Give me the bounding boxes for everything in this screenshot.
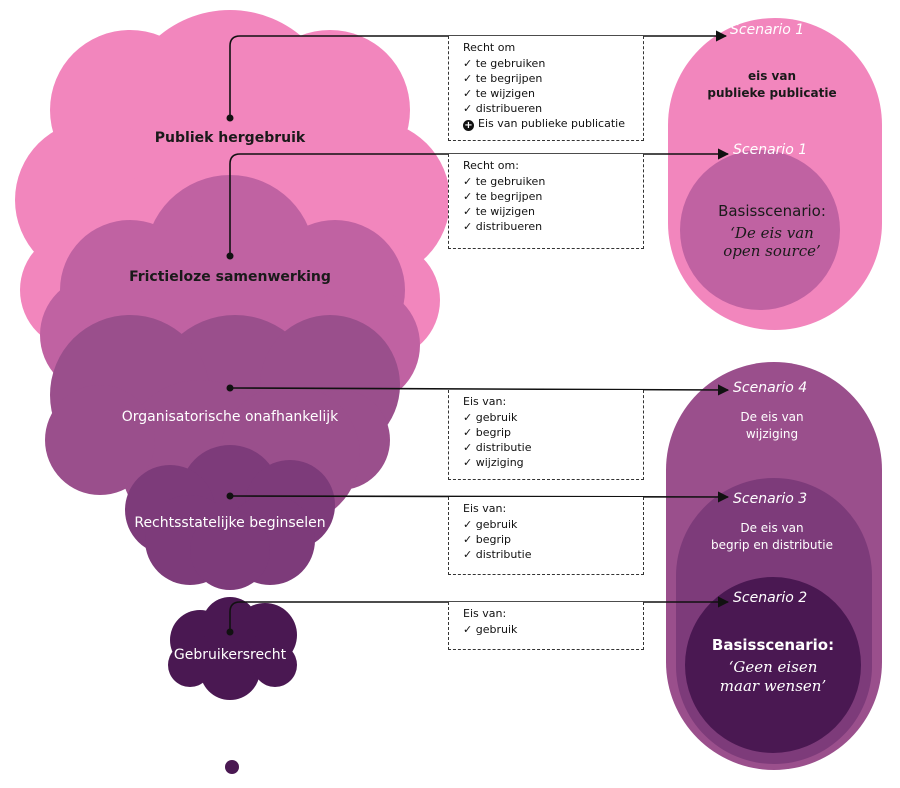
scenario-group-top: Scenario 1 eis van publieke publicatie S… xyxy=(668,18,882,330)
arrow-frictieloze xyxy=(229,148,730,256)
list-item-extra: + Eis van publieke publicatie xyxy=(463,116,643,131)
bottom-mid-line1: De eis van xyxy=(740,521,803,535)
list-item: wijziging xyxy=(463,455,643,470)
box-eis-van-gebruikersrecht: Eis van: gebruik xyxy=(448,602,644,650)
plus-circle-icon: + xyxy=(463,120,474,131)
cloud-organisatorische-onafhankelijk xyxy=(45,315,400,540)
scenario-1-tag-top: Scenario 1 xyxy=(730,22,804,38)
bottom-mid-line2: begrip en distributie xyxy=(711,538,833,552)
label-organisatorische-onafhankelijk: Organisatorische onafhankelijk xyxy=(122,409,339,425)
box-recht-om-publiek: Recht om te gebruiken te begrijpen te wi… xyxy=(448,36,644,141)
label-publiek-hergebruik: Publiek hergebruik xyxy=(155,130,306,146)
connector-dots xyxy=(226,114,234,636)
bottom-outer-line1: De eis van xyxy=(740,410,803,424)
bottom-inner-line2: maar wensen’ xyxy=(720,677,826,695)
scenario-2-tag: Scenario 2 xyxy=(733,590,807,606)
top-inner-line1: ‘De eis van xyxy=(730,224,814,242)
box-eis-van-organisatorisch: Eis van: gebruik begrip distributie wijz… xyxy=(448,390,644,480)
arrow-rechtsstatelijk xyxy=(229,491,730,503)
label-gebruikersrecht: Gebruikersrecht xyxy=(174,647,287,663)
box-title: Recht om xyxy=(463,41,516,54)
list-item: te begrijpen xyxy=(463,189,643,204)
arrow-gebruikersrecht xyxy=(229,596,730,632)
arrow-organisatorisch xyxy=(229,384,730,396)
list-item: gebruik xyxy=(463,517,643,532)
list-item: te gebruiken xyxy=(463,174,643,189)
arrow-publiek xyxy=(229,30,728,118)
cloud-rechtsstatelijke-beginselen xyxy=(125,445,335,590)
list-item: te gebruiken xyxy=(463,56,643,71)
extra-label: Eis van publieke publicatie xyxy=(478,117,625,130)
list-item: te begrijpen xyxy=(463,71,643,86)
list-item: gebruik xyxy=(463,410,643,425)
bottom-inner-title: Basisscenario: xyxy=(712,636,834,654)
bottom-outer-line2: wijziging xyxy=(746,427,798,441)
bottom-dot xyxy=(225,760,239,774)
list-item: distribueren xyxy=(463,219,643,234)
list-item: gebruik xyxy=(463,622,643,637)
bottom-inner-line1: ‘Geen eisen xyxy=(729,658,818,676)
top-inner-title: Basisscenario: xyxy=(718,202,826,220)
scenario-1-tag-inner: Scenario 1 xyxy=(733,142,807,158)
list-item: begrip xyxy=(463,532,643,547)
list-item: distributie xyxy=(463,440,643,455)
list-item: te wijzigen xyxy=(463,86,643,101)
connector-lines xyxy=(229,30,730,632)
scenario-3-tag: Scenario 3 xyxy=(733,491,807,507)
box-title: Recht om: xyxy=(463,159,519,172)
list-item: distributie xyxy=(463,547,643,562)
label-rechtsstatelijke-beginselen: Rechtsstatelijke beginselen xyxy=(134,515,325,531)
top-outer-line1: eis van xyxy=(748,69,796,83)
box-title: Eis van: xyxy=(463,502,507,515)
list-item: begrip xyxy=(463,425,643,440)
scenario-4-tag: Scenario 4 xyxy=(733,380,807,396)
scenario-group-bottom: Scenario 4 De eis van wijziging Scenario… xyxy=(666,362,882,770)
list-item: distribueren xyxy=(463,101,643,116)
box-title: Eis van: xyxy=(463,395,507,408)
cloud-gebruikersrecht xyxy=(168,597,297,700)
top-outer-line2: publieke publicatie xyxy=(707,86,836,100)
box-eis-van-rechtsstatelijk: Eis van: gebruik begrip distributie xyxy=(448,497,644,575)
list-item: te wijzigen xyxy=(463,204,643,219)
box-title: Eis van: xyxy=(463,607,507,620)
top-inner-line2: open source’ xyxy=(723,242,821,260)
box-recht-om-frictieloos: Recht om: te gebruiken te begrijpen te w… xyxy=(448,154,644,249)
label-frictieloze-samenwerking: Frictieloze samenwerking xyxy=(129,269,331,285)
